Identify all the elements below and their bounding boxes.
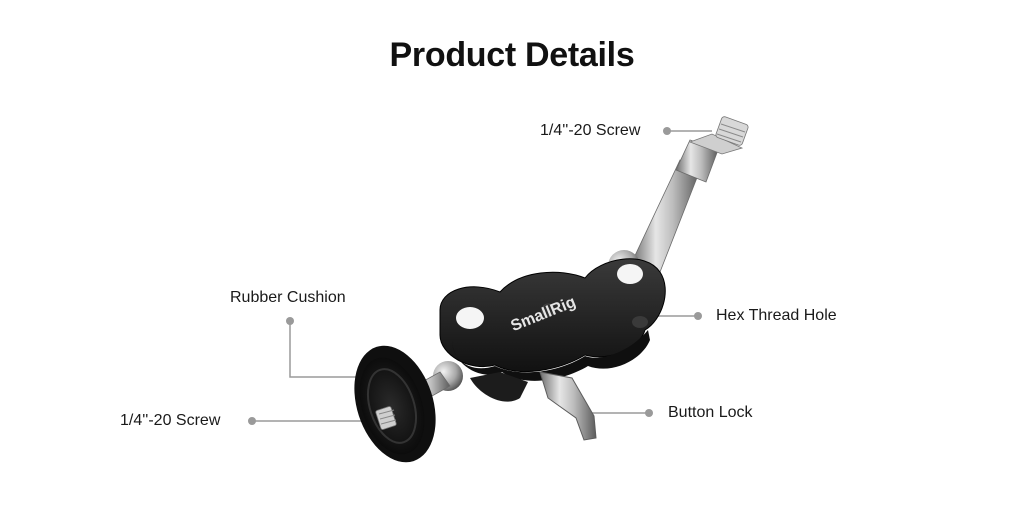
callout-top-screw: 1/4''-20 Screw [540,122,641,139]
top-rod [631,116,749,273]
leader-dots [248,127,702,425]
knurled-knob [354,345,436,463]
page-title: Product Details [389,36,635,74]
callout-hex-thread-hole: Hex Thread Hole [716,307,837,324]
button-lock-lever [539,371,597,441]
callout-rubber-cushion: Rubber Cushion [230,289,346,306]
leader-lines [252,130,712,422]
callout-bottom-screw: 1/4''-20 Screw [120,412,221,429]
callout-button-lock: Button Lock [668,404,753,421]
clamp-body: SmallRig [439,258,666,381]
